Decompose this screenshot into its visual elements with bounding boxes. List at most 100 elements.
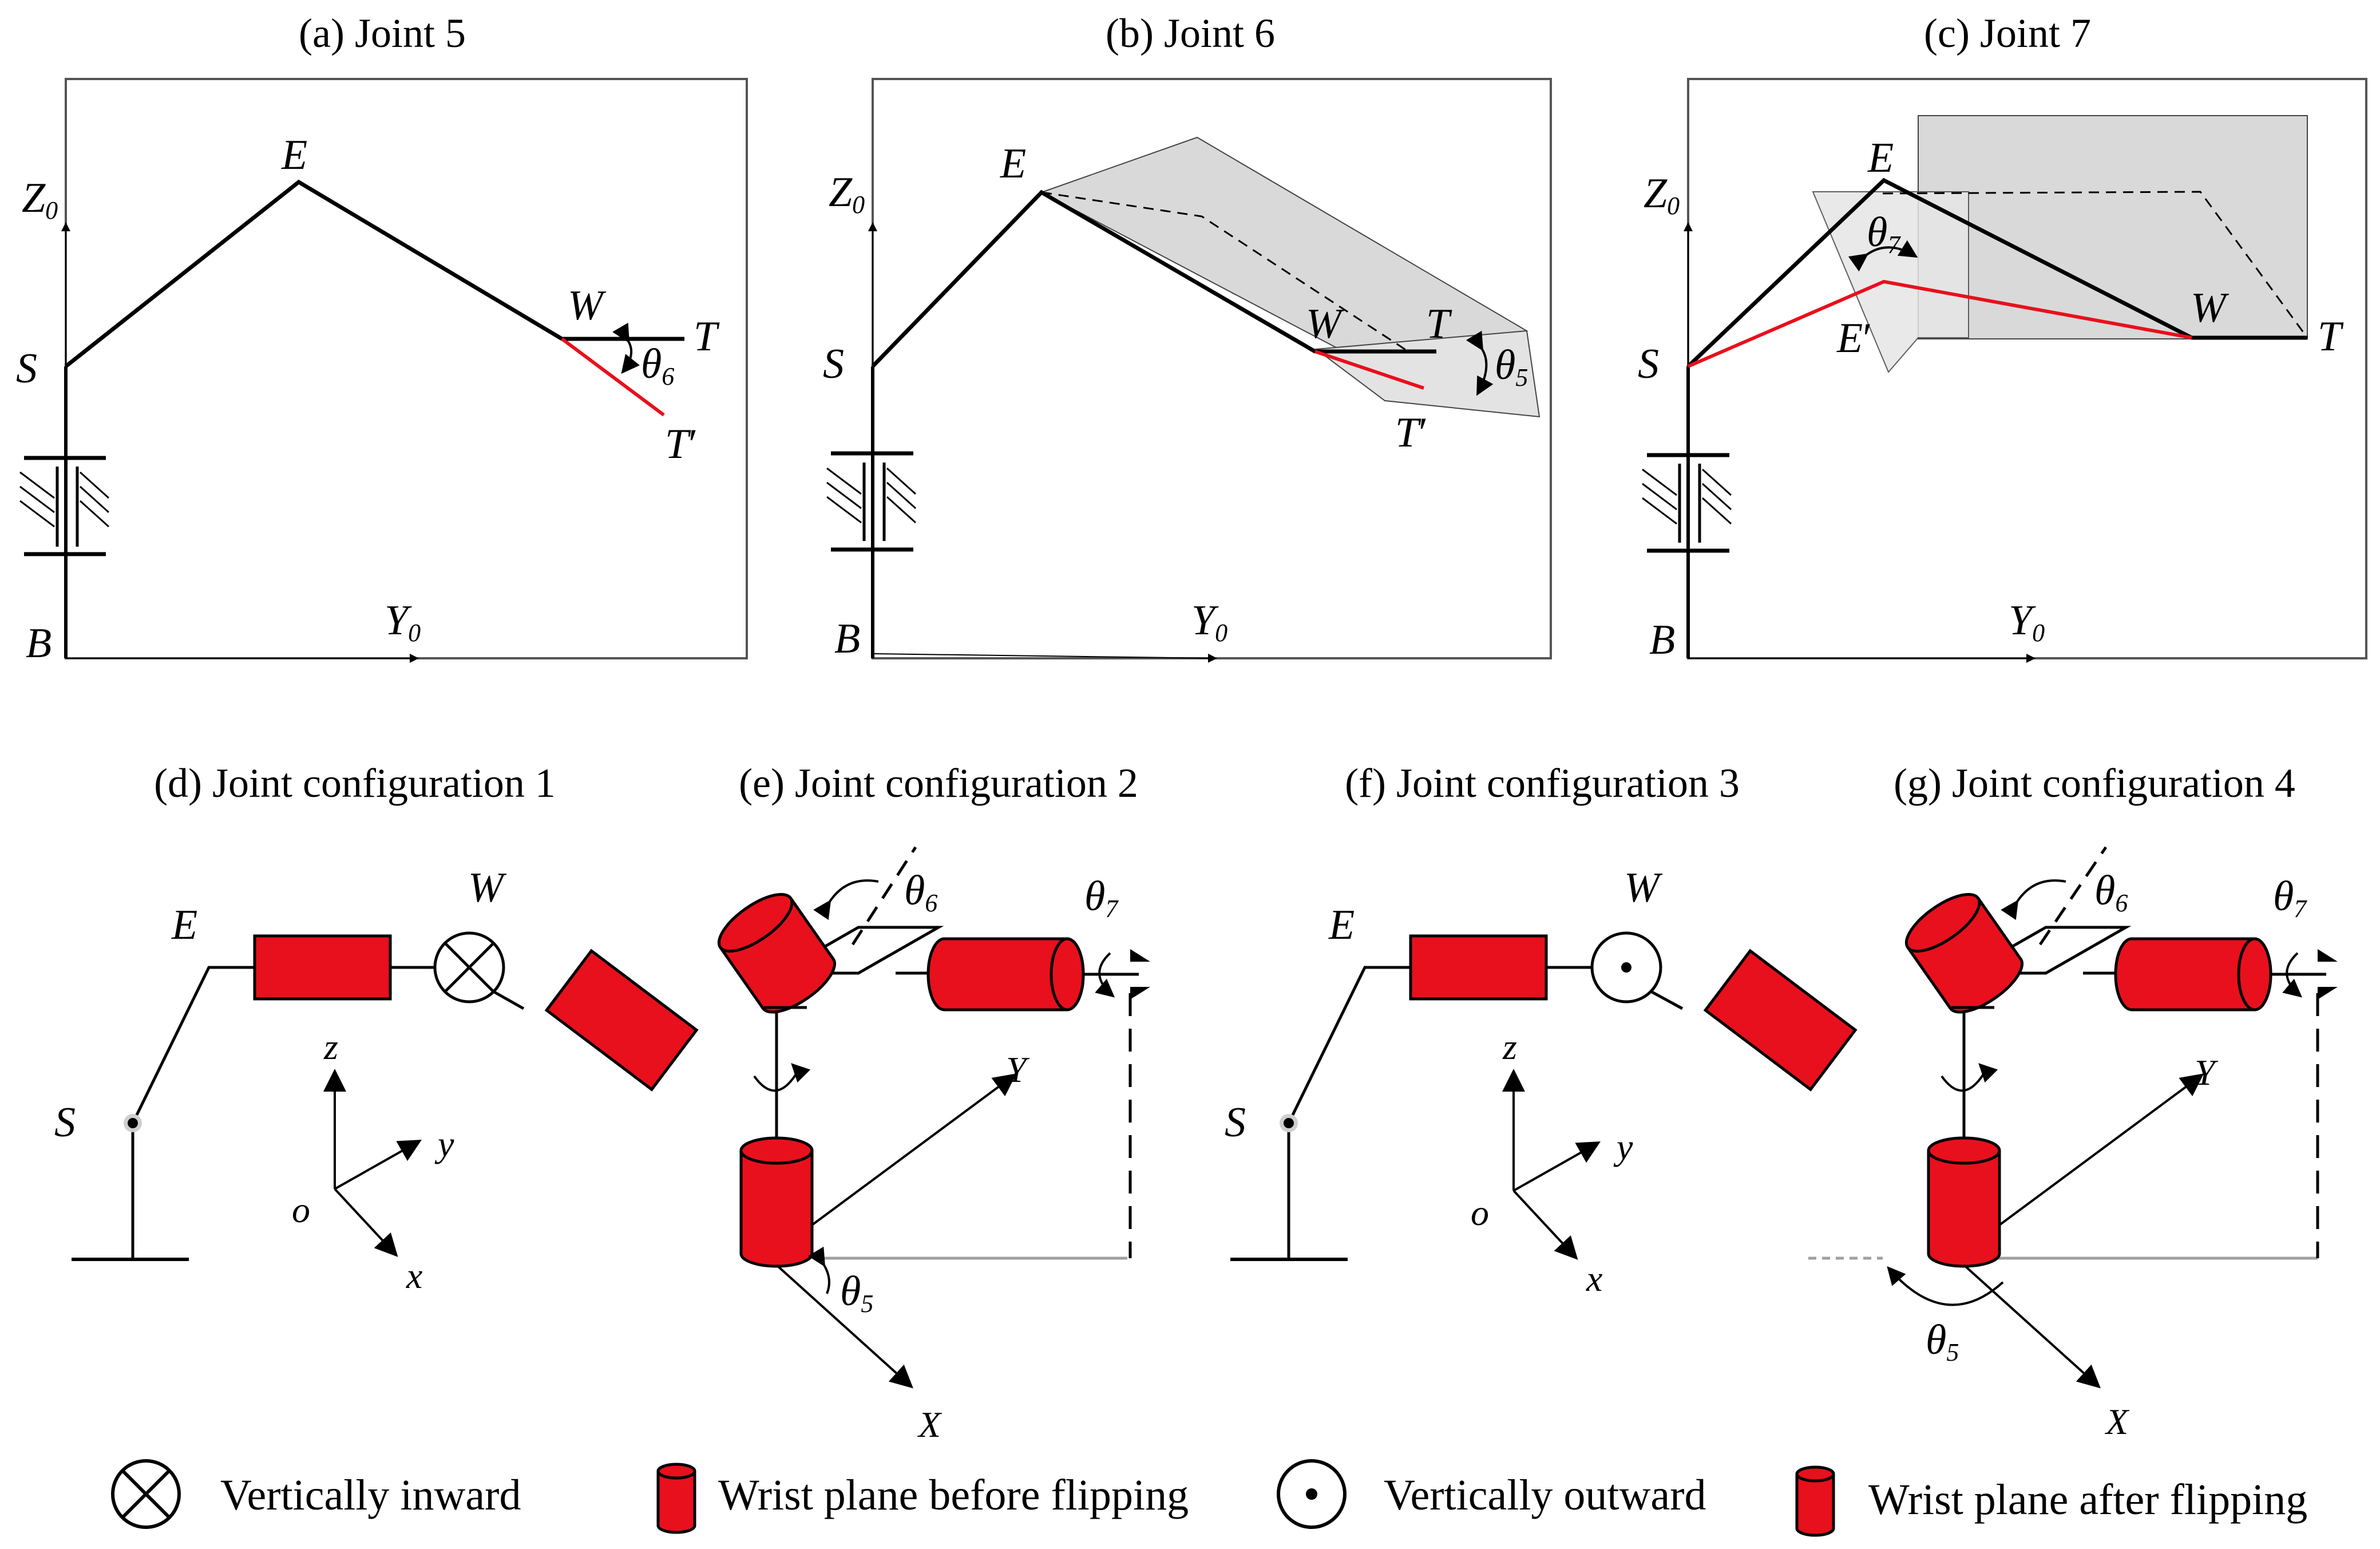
label-theta5: θ5 xyxy=(840,1268,873,1318)
legend-label-outward: Vertically outward xyxy=(1384,1471,1706,1519)
y-axis xyxy=(1513,1141,1601,1192)
base-cylinder xyxy=(739,1136,814,1268)
ground-hatch xyxy=(1642,468,1732,525)
label-y: y xyxy=(434,1124,454,1164)
label-E-prime: E′ xyxy=(1836,315,1872,362)
label-theta5: θ5 xyxy=(1495,342,1528,392)
panel-f: (f) Joint configuration 3 E W S z y o x xyxy=(1225,760,1858,1299)
legend-label-after: Wrist plane after flipping xyxy=(1868,1476,2307,1524)
label-W: W xyxy=(568,282,607,329)
label-S: S xyxy=(1638,341,1659,388)
panel-b-title: (b) Joint 6 xyxy=(1106,10,1275,56)
legend-label-inward: Vertically inward xyxy=(220,1471,521,1519)
label-W: W xyxy=(468,864,507,911)
panel-f-title: (f) Joint configuration 3 xyxy=(1345,760,1740,806)
dashed-projection xyxy=(1882,191,2308,338)
label-E: E xyxy=(1328,902,1355,949)
theta5-arc xyxy=(1466,330,1494,396)
panel-d-title: (d) Joint configuration 1 xyxy=(154,760,556,806)
X-axis xyxy=(775,1264,913,1389)
theta7-arrow xyxy=(1095,952,1115,998)
label-T: T xyxy=(1426,301,1452,347)
label-S: S xyxy=(823,341,844,388)
label-x: x xyxy=(406,1255,422,1296)
wrist-block xyxy=(1703,949,1858,1092)
arm-links xyxy=(131,966,255,1124)
theta7-arrow xyxy=(2282,952,2303,998)
end-cylinder xyxy=(926,937,1085,1011)
label-B: B xyxy=(1649,617,1675,663)
end-cylinder xyxy=(2114,937,2272,1011)
dashed-projection xyxy=(1041,191,1407,351)
label-E: E xyxy=(1000,140,1026,187)
label-T-prime: T′ xyxy=(665,421,698,468)
panel-d: (d) Joint configuration 1 E W S z y o x xyxy=(54,760,699,1296)
label-Z0: Z0 xyxy=(1644,170,1680,220)
label-T: T xyxy=(694,313,720,360)
label-E: E xyxy=(281,132,307,179)
ground-hatch xyxy=(826,467,917,524)
panel-b: (b) Joint 6 E S B W T T′ Z0 Y0 θ5 xyxy=(823,10,1552,663)
label-o: o xyxy=(1471,1192,1489,1233)
label-theta7: θ7 xyxy=(1084,873,1119,923)
panel-g-title: (g) Joint configuration 4 xyxy=(1894,760,2295,806)
panel-c: (c) Joint 7 E S B W T E′ Z0 Y0 θ7 xyxy=(1638,10,2367,663)
label-theta7: θ7 xyxy=(1867,209,1901,259)
label-Y: Y xyxy=(2195,1052,2219,1093)
panel-a: (a) Joint 5 E S B W T T′ Z0 Y0 θ6 xyxy=(16,10,748,667)
rotated-link xyxy=(561,337,665,417)
theta5-arrow xyxy=(1887,1266,2004,1306)
arm-links xyxy=(1287,966,1411,1124)
panel-e: (e) Joint configuration 2 θ6 θ xyxy=(717,760,1150,1445)
label-Y0: Y0 xyxy=(385,597,421,647)
label-W: W xyxy=(1306,301,1345,347)
label-T-prime: T′ xyxy=(1395,409,1428,456)
arm-links xyxy=(64,179,684,368)
label-y: y xyxy=(1613,1127,1633,1167)
label-Z0: Z0 xyxy=(22,175,58,224)
label-B: B xyxy=(26,620,52,667)
theta6-arrow xyxy=(813,879,879,920)
X-axis xyxy=(1963,1264,2101,1389)
panel-g: (g) Joint configuration 4 θ6 θ7 xyxy=(1808,760,2338,1442)
shoulder-joint xyxy=(1284,1118,1294,1128)
rotation-arrow xyxy=(1941,1063,1998,1092)
Y-axis xyxy=(1998,1073,2204,1226)
cross-circle-icon xyxy=(433,931,505,1003)
red-cylinder-icon xyxy=(656,1463,696,1534)
rotated-links xyxy=(1687,279,2192,368)
arm-links xyxy=(1686,177,2307,368)
legend-label-before: Wrist plane before flipping xyxy=(718,1471,1189,1519)
theta6-arc xyxy=(612,322,640,374)
label-X: X xyxy=(917,1404,943,1445)
arm-links xyxy=(871,189,1436,368)
panel-a-title: (a) Joint 5 xyxy=(299,10,466,56)
label-Y0: Y0 xyxy=(1191,597,1227,647)
dot-circle-icon xyxy=(1277,1459,1347,1529)
link-block xyxy=(253,934,392,1001)
label-S: S xyxy=(54,1099,76,1146)
red-cylinder-icon xyxy=(1795,1465,1835,1537)
label-z: z xyxy=(1502,1026,1517,1067)
tilted-cylinder xyxy=(717,892,837,1014)
label-E: E xyxy=(1867,135,1894,181)
x-axis xyxy=(334,1188,398,1257)
label-S: S xyxy=(16,345,37,392)
label-Z0: Z0 xyxy=(829,169,865,219)
shoulder-joint xyxy=(128,1118,138,1128)
label-W: W xyxy=(1624,864,1663,911)
x-axis xyxy=(1512,1190,1578,1260)
wrist-block xyxy=(544,949,699,1092)
theta7-arc xyxy=(1848,240,1918,272)
label-theta6: θ6 xyxy=(904,867,937,917)
label-E: E xyxy=(171,902,197,949)
panel-c-title: (c) Joint 7 xyxy=(1924,10,2091,56)
label-T: T xyxy=(2318,313,2344,360)
label-Y0: Y0 xyxy=(2009,597,2045,647)
label-theta7: θ7 xyxy=(2273,873,2307,923)
base-cylinder xyxy=(1927,1136,2001,1268)
dot-circle-icon xyxy=(1590,931,1662,1003)
y-axis xyxy=(334,1140,422,1190)
label-X: X xyxy=(2104,1401,2130,1442)
